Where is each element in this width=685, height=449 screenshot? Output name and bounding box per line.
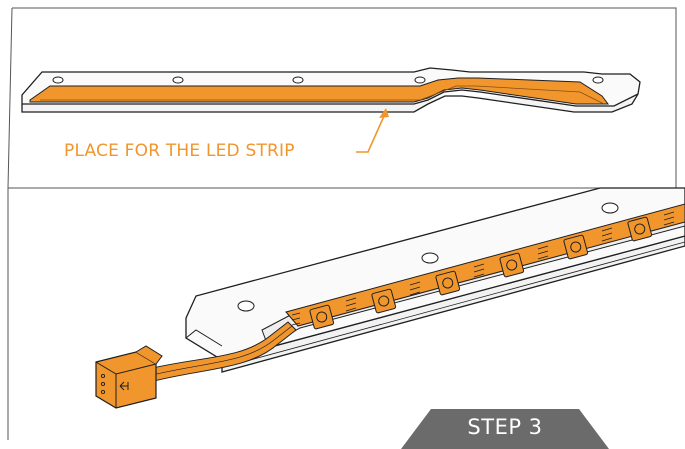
led-connector xyxy=(95,345,163,409)
screw-hole xyxy=(292,76,304,84)
step-badge xyxy=(401,409,609,449)
screw-hole xyxy=(172,76,184,84)
led-chip xyxy=(371,288,397,314)
led-groove xyxy=(29,77,609,105)
screw-hole xyxy=(601,202,619,214)
heatsink-installed-view xyxy=(95,187,685,409)
screw-hole xyxy=(414,76,426,84)
callout-arrowhead xyxy=(379,108,389,118)
top-panel-border xyxy=(12,7,677,188)
led-chip xyxy=(309,304,335,330)
heatsink-top-view xyxy=(21,67,641,113)
led-chip xyxy=(435,270,461,296)
screw-hole xyxy=(237,300,255,312)
callout-label: PLACE FOR THE LED STRIP xyxy=(64,141,295,161)
led-chip xyxy=(563,234,589,260)
screw-hole xyxy=(592,76,604,84)
led-chip xyxy=(499,252,525,278)
left-arrow-icon xyxy=(119,381,129,391)
callout-leader xyxy=(356,115,385,153)
screw-hole xyxy=(421,252,439,264)
led-chip xyxy=(627,216,653,242)
screw-hole xyxy=(52,76,64,84)
step-label: STEP 3 xyxy=(467,415,543,439)
led-cable xyxy=(143,321,297,383)
